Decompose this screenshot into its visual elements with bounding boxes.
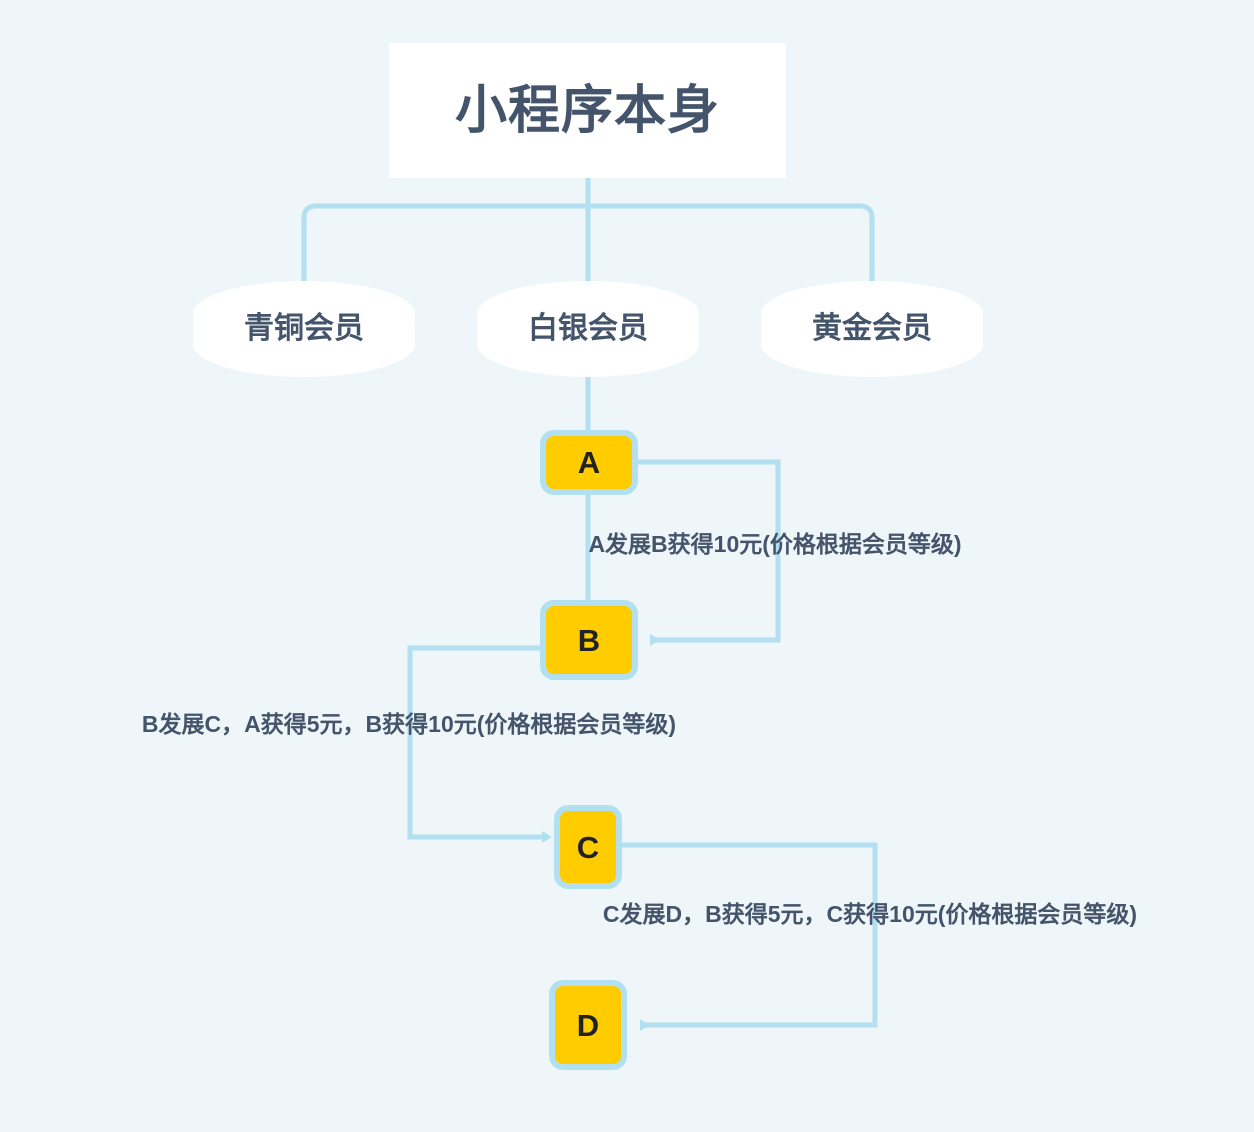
node-member-b-label: B xyxy=(577,622,601,658)
edge-caption-b-to-c: B发展C，A获得5元，B获得10元(价格根据会员等级) xyxy=(141,711,677,737)
edge-b-to-c xyxy=(407,645,552,843)
node-tier-bronze[interactable]: 青铜会员 xyxy=(193,281,415,377)
node-member-b[interactable]: B xyxy=(540,600,638,680)
edge-bus-right xyxy=(588,203,875,290)
node-tier-silver[interactable]: 白银会员 xyxy=(477,281,699,377)
node-member-d-label: D xyxy=(576,1007,600,1043)
node-member-a[interactable]: A xyxy=(540,430,638,495)
node-member-c[interactable]: C xyxy=(554,805,622,889)
node-tier-silver-label: 白银会员 xyxy=(528,312,648,345)
edge-c-to-d xyxy=(622,842,878,1031)
node-tier-gold[interactable]: 黄金会员 xyxy=(761,281,983,377)
edge-caption-c-to-d: C发展D，B获得5元，C获得10元(价格根据会员等级) xyxy=(602,901,1138,927)
node-member-d[interactable]: D xyxy=(549,980,627,1070)
node-tier-bronze-label: 青铜会员 xyxy=(244,312,364,345)
node-member-c-label: C xyxy=(576,829,600,865)
node-tier-gold-label: 黄金会员 xyxy=(812,312,932,345)
node-member-a-label: A xyxy=(577,445,601,480)
edge-bus-left xyxy=(301,203,588,290)
node-root-label: 小程序本身 xyxy=(454,81,720,140)
node-root[interactable]: 小程序本身 xyxy=(389,43,786,178)
edge-caption-a-to-b: A发展B获得10元(价格根据会员等级) xyxy=(588,531,962,557)
